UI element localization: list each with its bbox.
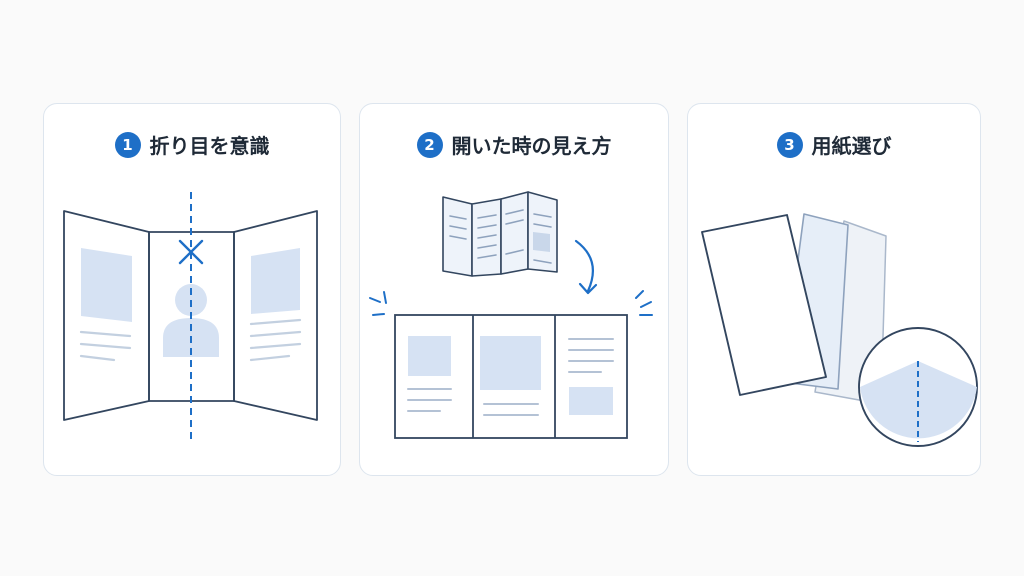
sparkle-left-icon (369, 291, 387, 316)
right-image-block (569, 387, 613, 415)
brochure-right-panel (233, 210, 318, 421)
sparkle-right-icon (635, 290, 653, 316)
paper-sheet-front (701, 214, 827, 396)
left-image-block (81, 248, 132, 322)
step-card-3: 3 用紙選び (687, 103, 981, 476)
x-mark-icon (178, 239, 204, 265)
center-image-block (480, 336, 541, 390)
step-card-1: 1 折り目を意識 (43, 103, 341, 476)
curved-arrow-icon (574, 239, 598, 295)
right-image-block (251, 248, 300, 314)
paper-selection-illustration (701, 213, 978, 447)
step-header-2: 2 開いた時の見え方 (360, 130, 668, 159)
step-number-badge: 1 (114, 131, 141, 158)
folded-brochure-illustration (63, 192, 318, 440)
step-header-3: 3 用紙選び (688, 130, 980, 159)
step-number-badge: 2 (416, 131, 443, 158)
left-image-block (408, 336, 451, 376)
step-title: 用紙選び (811, 134, 892, 158)
step-title: 折り目を意識 (149, 134, 270, 158)
step-header-1: 1 折り目を意識 (44, 130, 340, 159)
step-number-badge: 3 (776, 131, 803, 158)
open-view-illustration (369, 191, 653, 439)
step-title: 開いた時の見え方 (451, 134, 612, 158)
step-card-2: 2 開いた時の見え方 (359, 103, 669, 476)
magnifier-icon (858, 327, 978, 447)
small-image-block (533, 232, 550, 252)
